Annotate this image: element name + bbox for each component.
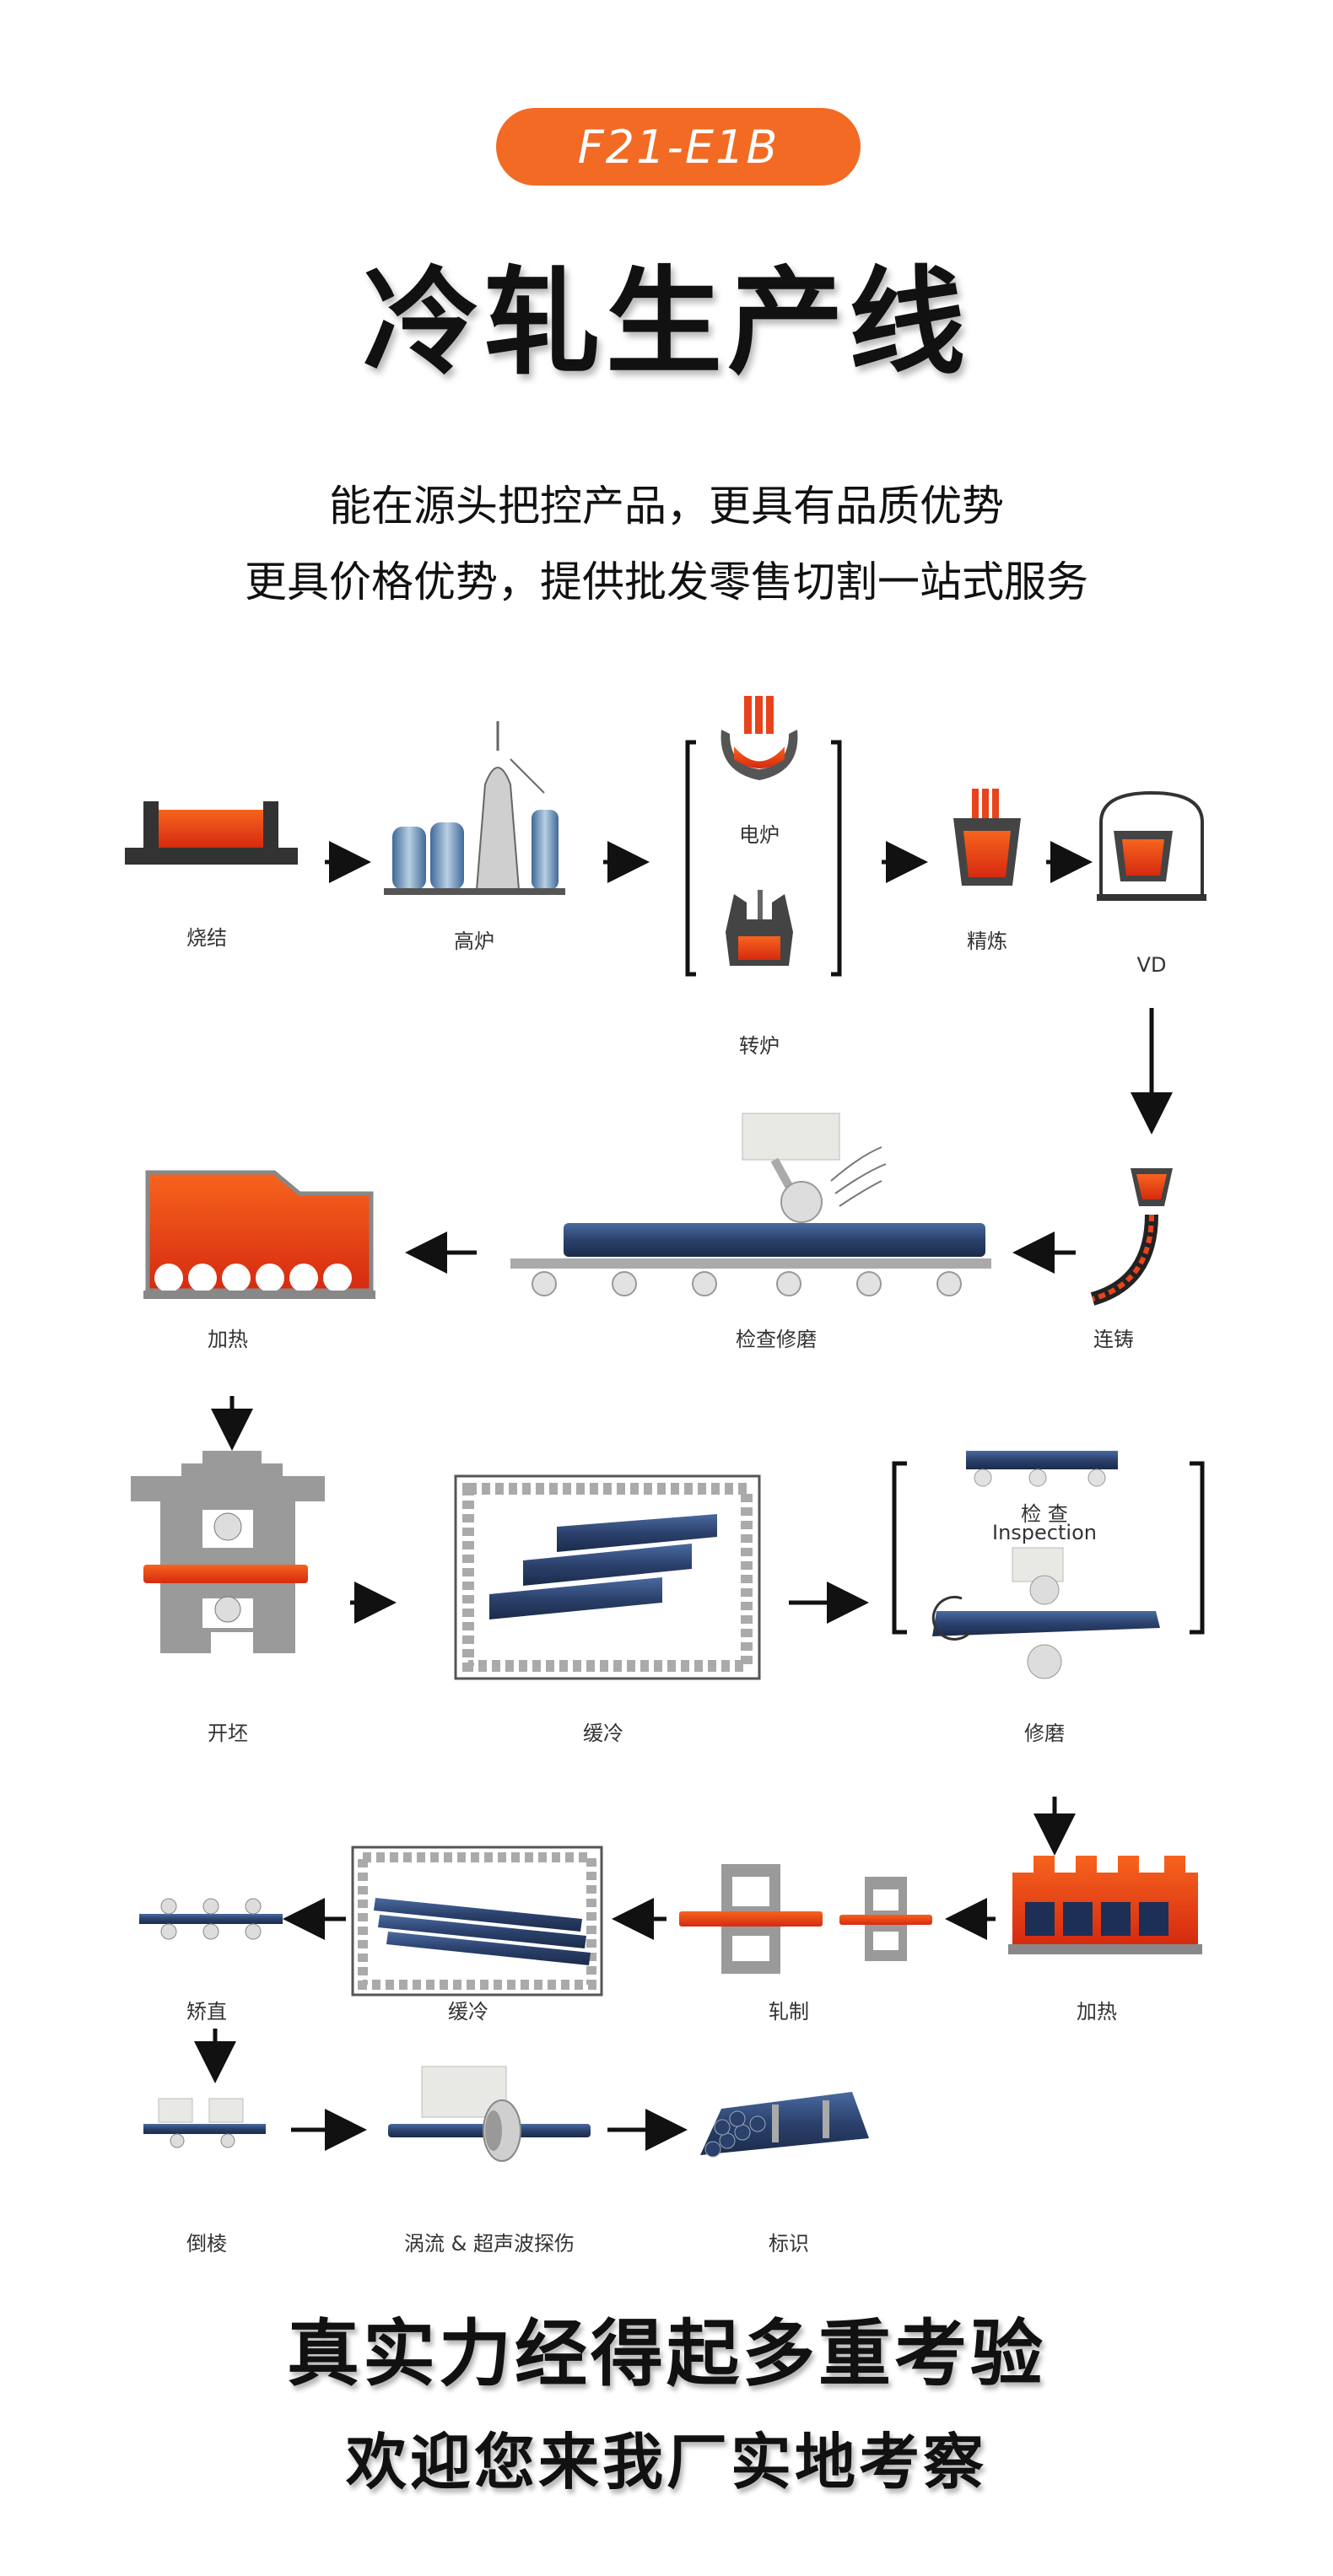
label-heating-1: 加热	[208, 1328, 248, 1351]
flow-svg	[125, 696, 1206, 2162]
sintering-icon	[125, 801, 298, 865]
label-chamfering: 倒棱	[186, 2232, 227, 2255]
electric-furnace-icon	[720, 696, 798, 780]
subtitle-line-1: 能在源头把控产品，更具有品质优势	[329, 482, 1004, 531]
label-marking: 标识	[769, 2232, 809, 2255]
inspection-grinding-icon	[510, 1113, 991, 1296]
blooming-mill-icon	[131, 1451, 325, 1653]
label-straightening: 矫直	[186, 2000, 227, 2024]
label-vd: VD	[1136, 953, 1167, 977]
slow-cooling-pit-icon-2	[351, 1846, 603, 1997]
blast-furnace-icon	[384, 721, 565, 895]
label-converter: 转炉	[739, 1034, 780, 1058]
footer-slogan-1: 真实力经得起多重考验	[287, 2312, 1046, 2396]
label-inspection-cn: 检 查	[1021, 1502, 1068, 1526]
straightening-icon	[139, 1898, 283, 1940]
label-continuous-casting: 连铸	[1093, 1328, 1134, 1351]
label-heating-2: 加热	[1077, 2000, 1117, 2024]
label-blooming: 开坯	[208, 1722, 248, 1745]
footer-slogan-2: 欢迎您来我厂实地考察	[345, 2427, 987, 2498]
inspection-grinding-bracket	[892, 1461, 1205, 1635]
continuous-casting-icon	[1090, 1168, 1173, 1306]
converter-icon	[726, 890, 793, 966]
label-sintering: 烧结	[186, 926, 227, 950]
rolling-mill-icon	[679, 1864, 932, 1974]
heating-furnace-icon-1	[143, 1170, 375, 1299]
label-blast-furnace: 高炉	[454, 930, 494, 953]
label-refining: 精炼	[967, 930, 1007, 953]
vd-icon	[1097, 790, 1206, 901]
refining-icon	[953, 789, 1021, 886]
label-ndt: 涡流 & 超声波探伤	[404, 2232, 575, 2255]
label-rolling: 轧制	[769, 2000, 809, 2024]
production-flow-diagram: 烧结 高炉 电炉 转炉 精炼 VD 连铸 检查修磨 加热 开坯 缓冷 检 查 I…	[0, 641, 1333, 2255]
chamfering-icon	[143, 2098, 266, 2148]
inspection-machine-icon	[931, 1451, 1160, 1679]
model-code-badge: F21-E1B	[496, 108, 861, 186]
heating-furnace-icon-2	[1008, 1856, 1202, 1954]
page-title: 冷轧生产线	[362, 255, 970, 391]
label-electric-furnace: 电炉	[739, 823, 780, 847]
label-slow-cooling-2: 缓冷	[448, 2000, 488, 2024]
subtitle-line-2: 更具价格优势，提供批发零售切割一站式服务	[245, 558, 1088, 606]
label-slow-cooling-1: 缓冷	[583, 1722, 623, 1745]
label-inspection-grinding: 检查修磨	[736, 1328, 817, 1351]
ndt-icon	[388, 2066, 591, 2162]
label-grinding: 修磨	[1024, 1722, 1065, 1745]
bracket-left	[685, 740, 842, 977]
marking-bundle-icon	[700, 2092, 869, 2158]
slow-cooling-pit-icon-1	[454, 1474, 761, 1680]
label-inspection-en: Inspection	[992, 1521, 1097, 1544]
